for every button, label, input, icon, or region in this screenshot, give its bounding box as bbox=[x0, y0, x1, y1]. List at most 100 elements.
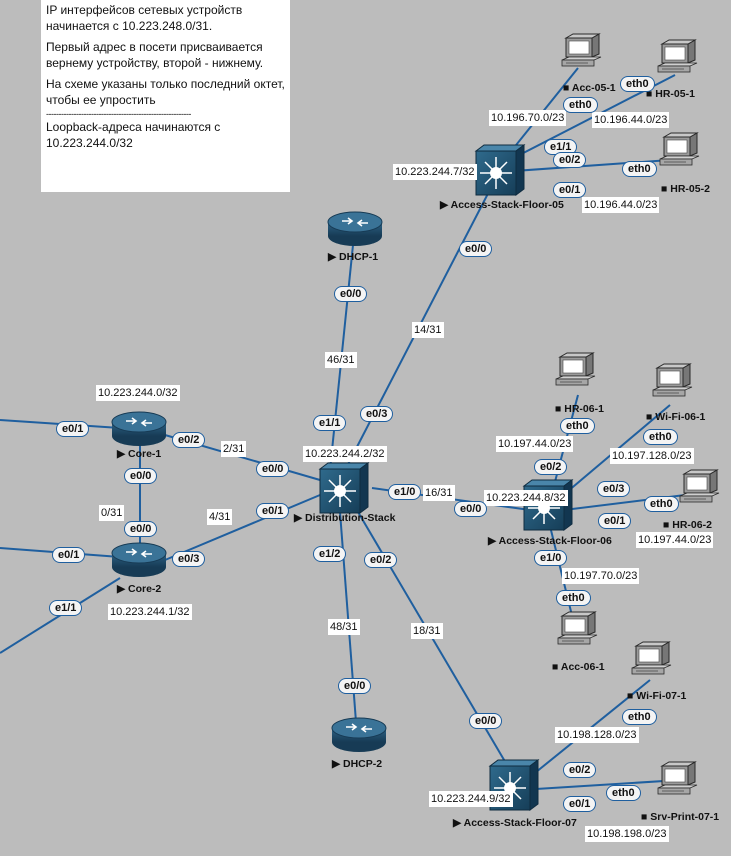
subnet-dist-as05-label: 14/31 bbox=[412, 322, 444, 338]
note-line: IP интерфейсов сетевых устройств bbox=[46, 3, 243, 17]
port-core1-e01: e0/1 bbox=[56, 421, 90, 437]
dhcp-2-router-icon[interactable] bbox=[331, 717, 387, 752]
label-core-2-text: Core-2 bbox=[128, 583, 161, 595]
port-as06-e00: e0/0 bbox=[454, 501, 488, 517]
subnet-core-core-label: 0/31 bbox=[99, 505, 125, 521]
wifi-07-1-pc-icon[interactable] bbox=[631, 641, 672, 675]
port-wifi061-eth0: eth0 bbox=[643, 429, 678, 445]
dhcp-1-router-icon[interactable] bbox=[327, 211, 383, 246]
note-separator: ----------------------------------------… bbox=[46, 109, 191, 119]
label-access-stack-floor-07: ▶ Access-Stack-Floor-07 bbox=[452, 817, 577, 829]
label-as05-text: Access-Stack-Floor-05 bbox=[451, 199, 564, 211]
label-srv-text: Srv-Print-07-1 bbox=[650, 811, 719, 823]
hr06a-network-label: 10.197.44.0/23 bbox=[496, 436, 574, 452]
port-as06-e02: e0/2 bbox=[534, 459, 568, 475]
play-icon: ▶ bbox=[116, 448, 128, 460]
port-dhcp1-e00: e0/0 bbox=[334, 286, 368, 302]
label-acc051-text: Acc-05-1 bbox=[572, 82, 616, 94]
core-1-loopback-label: 10.223.244.0/32 bbox=[96, 385, 180, 401]
square-icon: ■ bbox=[663, 519, 672, 531]
port-dist-e12: e1/2 bbox=[313, 546, 347, 562]
label-hr052-text: HR-05-2 bbox=[670, 183, 710, 195]
label-acc061-text: Acc-06-1 bbox=[561, 661, 605, 673]
play-icon: ▶ bbox=[487, 535, 499, 547]
play-icon: ▶ bbox=[331, 758, 343, 770]
acc-05-1-pc-icon[interactable] bbox=[561, 33, 602, 67]
label-wifi-06-1: ■ Wi-Fi-06-1 bbox=[646, 411, 706, 423]
label-hr062-text: HR-06-2 bbox=[672, 519, 712, 531]
label-hr-05-1: ■ HR-05-1 bbox=[646, 88, 695, 100]
square-icon: ■ bbox=[627, 690, 636, 702]
wifi-06-1-pc-icon[interactable] bbox=[652, 363, 693, 397]
port-dist-e01: e0/1 bbox=[256, 503, 290, 519]
port-acc051-eth0: eth0 bbox=[563, 97, 598, 113]
port-hr052-eth0: eth0 bbox=[622, 161, 657, 177]
core-2-router-icon[interactable] bbox=[111, 542, 167, 577]
hr-05-1-pc-icon[interactable] bbox=[657, 39, 698, 73]
port-dist-e03: e0/3 bbox=[360, 406, 394, 422]
port-dist-e00: e0/0 bbox=[256, 461, 290, 477]
subnet-dist-dhcp2-label: 48/31 bbox=[328, 619, 360, 635]
port-as06-e03: e0/3 bbox=[597, 481, 631, 497]
label-core-2: ▶ Core-2 bbox=[116, 583, 161, 595]
play-icon: ▶ bbox=[327, 251, 339, 263]
port-as07-e01: e0/1 bbox=[563, 796, 597, 812]
play-icon: ▶ bbox=[439, 199, 451, 211]
label-hr061-text: HR-06-1 bbox=[564, 403, 604, 415]
subnet-dist-as07-label: 18/31 bbox=[411, 623, 443, 639]
square-icon: ■ bbox=[646, 411, 655, 423]
hr05b-network-label: 10.196.44.0/23 bbox=[582, 197, 660, 213]
hr06b-network-label: 10.197.44.0/23 bbox=[636, 532, 714, 548]
port-core2-e01: e0/1 bbox=[52, 547, 86, 563]
subnet-core1-dist-label: 2/31 bbox=[221, 441, 247, 457]
port-srv-eth0: eth0 bbox=[606, 785, 641, 801]
port-as07-e02: e0/2 bbox=[563, 762, 597, 778]
square-icon: ■ bbox=[555, 403, 564, 415]
label-wifi061-text: Wi-Fi-06-1 bbox=[655, 411, 705, 423]
port-as05-e00: e0/0 bbox=[459, 241, 493, 257]
hr-05-2-pc-icon[interactable] bbox=[659, 132, 700, 166]
wifi07-network-label: 10.198.128.0/23 bbox=[555, 727, 639, 743]
play-icon: ▶ bbox=[293, 512, 305, 524]
hr-06-2-pc-icon[interactable] bbox=[679, 469, 720, 503]
srv-print-07-1-pc-icon[interactable] bbox=[657, 761, 698, 795]
note-line: начинается с 10.223.248.0/31. bbox=[46, 18, 213, 33]
link bbox=[519, 779, 681, 791]
hr-06-1-pc-icon[interactable] bbox=[555, 352, 596, 386]
label-dhcp-2-text: DHCP-2 bbox=[343, 758, 382, 770]
note-line: чтобы ее упростить bbox=[46, 92, 156, 107]
label-access-stack-floor-06: ▶ Access-Stack-Floor-06 bbox=[487, 535, 612, 547]
port-acc061-eth0: eth0 bbox=[556, 590, 591, 606]
label-dhcp-1: ▶ DHCP-1 bbox=[327, 251, 378, 263]
subnet-dist-as06-label: 16/31 bbox=[423, 485, 455, 501]
note-line: Loopback-адреса начинаются с bbox=[46, 120, 221, 134]
square-icon: ■ bbox=[641, 811, 650, 823]
port-hr061-eth0: eth0 bbox=[560, 418, 595, 434]
label-access-stack-floor-05: ▶ Access-Stack-Floor-05 bbox=[439, 199, 564, 211]
description-note: IP интерфейсов сетевых устройств начинае… bbox=[41, 0, 290, 192]
core-1-router-icon[interactable] bbox=[111, 411, 167, 446]
port-core2-e03: e0/3 bbox=[172, 551, 206, 567]
link bbox=[164, 494, 321, 561]
label-dhcp-2: ▶ DHCP-2 bbox=[331, 758, 382, 770]
square-icon: ■ bbox=[646, 88, 655, 100]
label-dhcp-1-text: DHCP-1 bbox=[339, 251, 378, 263]
label-distribution-stack: ▶ Distribution-Stack bbox=[293, 512, 396, 524]
acc-06-1-pc-icon[interactable] bbox=[557, 611, 598, 645]
port-as05-e01: e0/1 bbox=[553, 182, 587, 198]
access-stack-floor-05-switch-icon[interactable] bbox=[474, 144, 526, 196]
play-icon: ▶ bbox=[452, 817, 464, 829]
subnet-dist-dhcp1-label: 46/31 bbox=[325, 352, 357, 368]
dist-loopback-label: 10.223.244.2/32 bbox=[303, 446, 387, 462]
note-line: вернему устройству, второй - нижнему. bbox=[46, 55, 264, 70]
srv07-network-label: 10.198.198.0/23 bbox=[585, 826, 669, 842]
note-line: Первый адрес в посети присваивается bbox=[46, 40, 263, 54]
label-hr-06-2: ■ HR-06-2 bbox=[663, 519, 712, 531]
port-hr062-eth0: eth0 bbox=[644, 496, 679, 512]
label-dist-text: Distribution-Stack bbox=[305, 512, 396, 524]
distribution-stack-switch-icon[interactable] bbox=[318, 462, 370, 514]
port-core1-e00: e0/0 bbox=[124, 468, 158, 484]
device-labels: ▶ DHCP-1 ▶ DHCP-2 ▶ Core-1 ▶ Core-2 ▶ Di… bbox=[116, 82, 719, 829]
label-core-1-text: Core-1 bbox=[128, 448, 161, 460]
as05-loopback-label: 10.223.244.7/32 bbox=[393, 164, 477, 180]
